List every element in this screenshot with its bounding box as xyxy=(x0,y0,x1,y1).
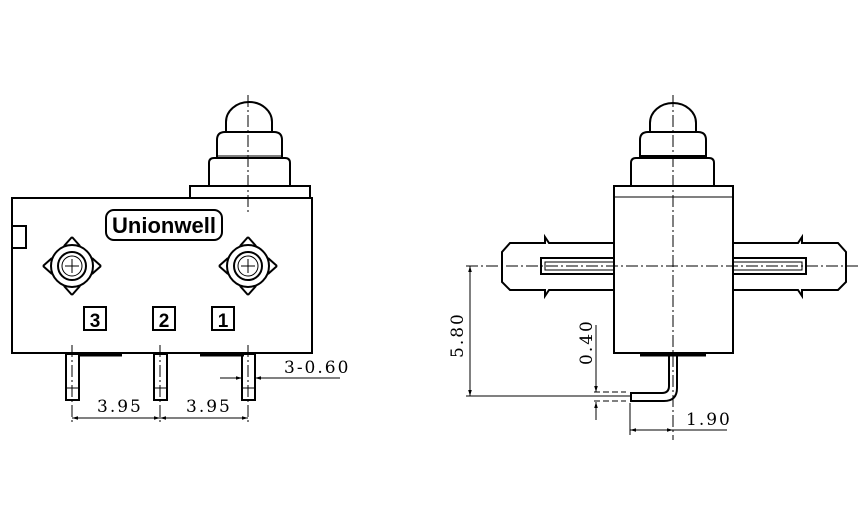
dimension-pin-width: 3-0.60 xyxy=(220,358,350,380)
brand-logo: Unionwell xyxy=(105,209,223,241)
svg-text:3.95: 3.95 xyxy=(186,397,232,417)
side-view: 5.80 0.40 1.90 xyxy=(448,95,860,440)
svg-text:1: 1 xyxy=(218,311,229,332)
dimension-height: 5.80 xyxy=(448,266,630,397)
terminal-pins xyxy=(65,345,256,425)
svg-text:3.95: 3.95 xyxy=(97,397,143,417)
svg-text:3-0.60: 3-0.60 xyxy=(284,358,350,378)
svg-text:3: 3 xyxy=(90,311,101,332)
dimension-pin-thickness: 0.40 xyxy=(577,319,626,420)
terminal-label-3: 3 xyxy=(83,306,107,332)
mounting-hole-right xyxy=(218,236,278,296)
actuator xyxy=(189,101,311,199)
svg-text:2: 2 xyxy=(159,311,170,332)
dimension-pin-pitch: 3.95 3.95 xyxy=(72,397,248,420)
svg-text:1.90: 1.90 xyxy=(686,410,732,430)
side-pin xyxy=(630,354,678,402)
svg-text:5.80: 5.80 xyxy=(448,312,468,358)
front-view: Unionwell 3 2 1 xyxy=(11,95,350,425)
mounting-hole-left xyxy=(42,236,102,296)
terminal-label-2: 2 xyxy=(152,306,176,332)
terminal-label-1: 1 xyxy=(211,306,235,332)
dimension-pin-offset: 1.90 xyxy=(629,403,732,435)
side-notch xyxy=(11,225,27,249)
svg-text:0.40: 0.40 xyxy=(577,319,597,365)
brand-logo-text: Unionwell xyxy=(112,213,216,238)
